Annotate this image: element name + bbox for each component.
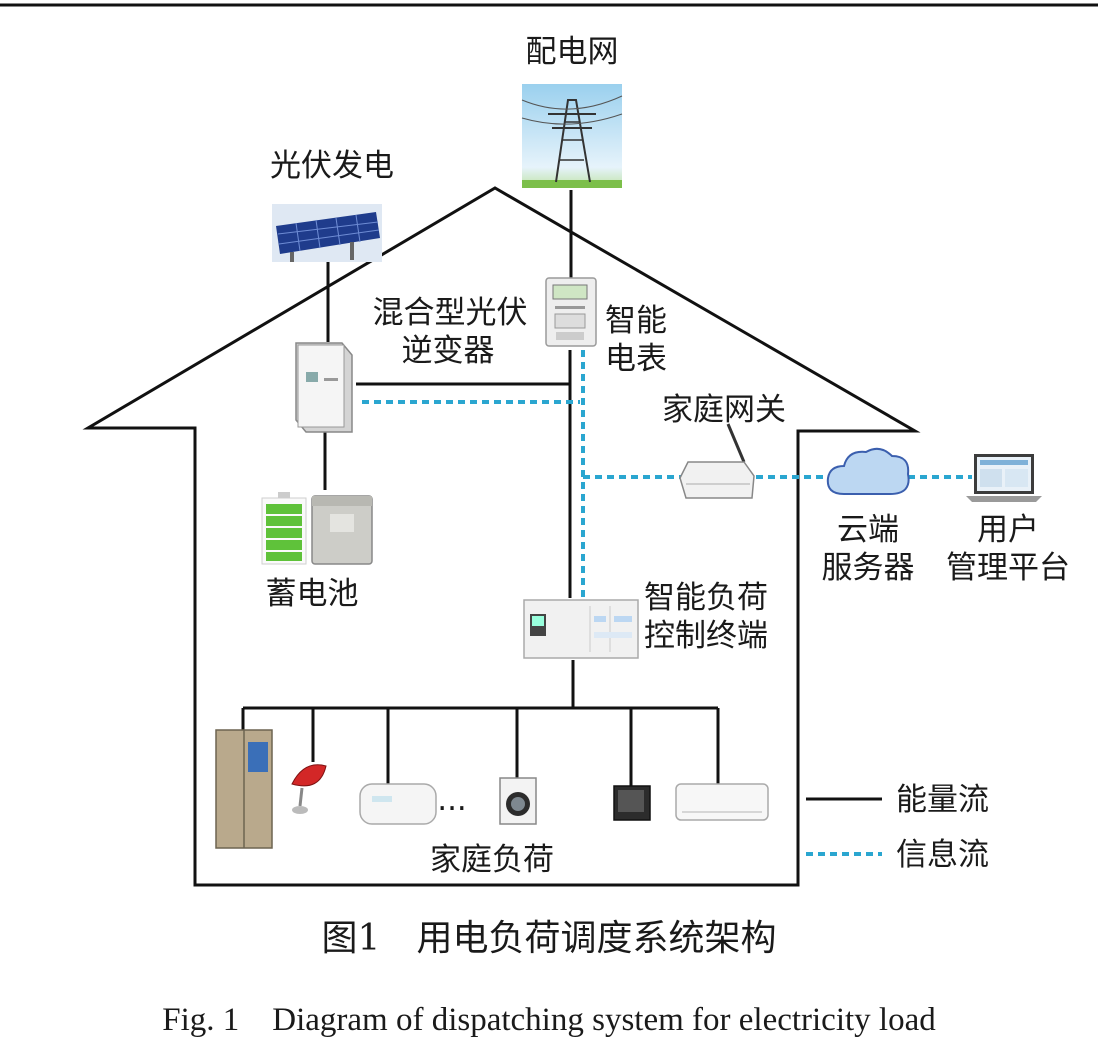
smart-meter-image xyxy=(545,277,597,347)
cloud-server-icon xyxy=(826,447,910,495)
terminal-label-line1: 智能负荷 xyxy=(644,580,768,616)
fridge-image xyxy=(215,729,273,849)
gateway-label: 家庭网关 xyxy=(662,392,786,428)
inverter-label-line2: 逆变器 xyxy=(402,333,495,369)
figure-caption-cn: 图1 用电负荷调度系统架构 xyxy=(322,918,777,959)
load-control-terminal-image xyxy=(523,599,639,659)
water-heater-image xyxy=(359,783,437,825)
home-gateway-image xyxy=(679,423,755,499)
pv-label: 光伏发电 xyxy=(270,148,394,184)
cloud-label-line1: 云端 xyxy=(837,512,899,548)
battery-image xyxy=(261,492,373,565)
hybrid-inverter-image xyxy=(295,342,353,433)
battery-label: 蓄电池 xyxy=(266,576,359,612)
legend: 能量流 信息流 xyxy=(806,782,989,873)
solar-panel-image xyxy=(272,204,382,262)
grid-label: 配电网 xyxy=(526,34,619,70)
figure-caption-en: Fig. 1 Diagram of dispatching system for… xyxy=(162,1002,936,1038)
meter-label-line2: 电表 xyxy=(605,341,667,377)
inverter-label-line1: 混合型光伏 xyxy=(373,295,528,331)
terminal-label-line2: 控制终端 xyxy=(644,618,768,654)
meter-label-line1: 智能 xyxy=(605,303,667,339)
cloud-label-line2: 服务器 xyxy=(822,550,915,586)
platform-label-line1: 用户 xyxy=(977,512,1039,548)
platform-label-line2: 管理平台 xyxy=(946,550,1070,586)
lamp-image xyxy=(291,764,327,814)
legend-energy-label: 能量流 xyxy=(896,782,989,818)
power-tower-image xyxy=(521,84,623,188)
dishwasher-image xyxy=(613,785,651,821)
house-outline xyxy=(82,186,921,887)
household-loads-label: 家庭负荷 xyxy=(430,842,554,878)
air-conditioner-image xyxy=(675,783,769,821)
management-laptop-image xyxy=(966,454,1042,502)
legend-info-label: 信息流 xyxy=(896,837,989,873)
washing-machine-image xyxy=(499,777,537,825)
ellipsis-label: ... xyxy=(437,782,467,818)
